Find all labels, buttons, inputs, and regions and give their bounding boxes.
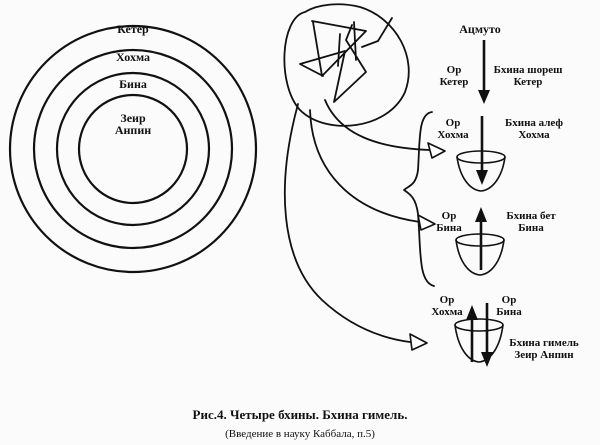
stage-zeir-anpin: Ор Хохма Ор Бина Бхина гимель Зеир Анпин	[431, 294, 579, 367]
figure-caption: Рис.4. Четыре бхины. Бхина гимель. (Введ…	[193, 407, 408, 440]
label-or-za-bina-2: Бина	[496, 306, 522, 318]
label-or-za-hochma-1: Ор	[440, 294, 455, 306]
label-bhina-gimel-1: Бхина гимель	[509, 337, 579, 349]
vessel-hochma-bowl	[456, 156, 506, 192]
vessel-za-bowl	[454, 324, 504, 363]
arrow-za-down-head	[481, 352, 493, 367]
label-or-bina-2: Бина	[436, 222, 462, 234]
caption-title: Рис.4. Четыре бхины. Бхина гимель.	[193, 407, 408, 422]
label-or-hochma-2: Хохма	[437, 129, 469, 141]
label-bhina-shoresh-1: Бхина шореш	[494, 64, 563, 76]
label-bhina-alef-2: Хохма	[518, 129, 550, 141]
label-or-hochma-1: Ор	[446, 117, 461, 129]
open-arrowhead-hochma	[427, 142, 446, 159]
curve-to-hochma	[324, 99, 431, 151]
grouping-brace	[403, 111, 435, 287]
label-or-keter-1: Ор	[447, 64, 462, 76]
label-bhina-alef-1: Бхина алеф	[505, 117, 563, 129]
ring-zeir-anpin	[77, 93, 189, 205]
label-or-keter-2: Кетер	[440, 76, 469, 88]
label-or-za-bina-1: Ор	[502, 294, 517, 306]
arrow-hochma-head	[476, 170, 488, 185]
curve-to-bina	[309, 109, 421, 223]
label-bhina-gimel-2: Зеир Анпин	[514, 349, 574, 361]
ring-label-anpin: Анпин	[115, 123, 151, 137]
curve-to-zeir-anpin	[283, 103, 411, 343]
ring-label-bina: Бина	[119, 77, 147, 91]
ring-keter	[8, 24, 258, 274]
label-or-za-hochma-2: Хохма	[431, 306, 463, 318]
arrow-keter-head	[478, 90, 490, 104]
sketch-zigzag	[299, 17, 393, 103]
open-arrowhead-zeir-anpin	[409, 333, 428, 351]
sketch-oval	[283, 3, 410, 127]
ring-hochma	[32, 48, 234, 250]
stage-hochma: Ор Хохма Бхина алеф Хохма	[437, 116, 563, 192]
stage-keter: Ацмуто Ор Кетер Бхина шореш Кетер	[440, 22, 563, 104]
vessel-bina-bowl	[455, 239, 505, 276]
label-bhina-bet-2: Бина	[518, 222, 544, 234]
arrow-bina-head	[475, 207, 487, 222]
ring-label-keter: Кетер	[117, 22, 149, 36]
label-or-bina-1: Ор	[442, 210, 457, 222]
stage-bina: Ор Бина Бхина бет Бина	[436, 207, 556, 276]
caption-source: (Введение в науку Каббала, п.5)	[225, 428, 375, 440]
label-bhina-bet-1: Бхина бет	[506, 210, 556, 222]
arrow-za-up-head	[466, 305, 478, 320]
vessel-za-rim	[454, 318, 504, 332]
open-arrowhead-bina	[417, 214, 436, 231]
hand-sketch	[283, 3, 446, 351]
ring-label-hochma: Хохма	[116, 50, 150, 64]
label-bhina-shoresh-2: Кетер	[514, 76, 543, 88]
concentric-rings: Кетер Хохма Бина Зеир Анпин	[8, 22, 258, 274]
ring-label-zeir: Зеир	[120, 111, 146, 125]
ring-bina	[55, 71, 211, 227]
label-atzmuto: Ацмуто	[459, 22, 501, 36]
